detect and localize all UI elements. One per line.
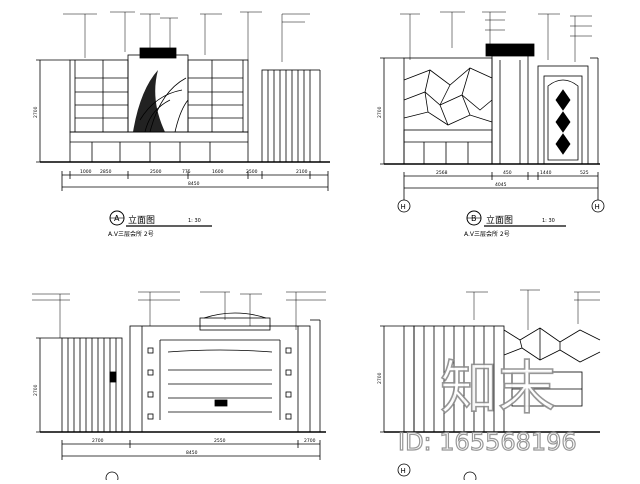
dim-c-0: 2700 [92, 438, 104, 444]
dim-b-2: 1440 [540, 170, 552, 176]
leader-labels-c [32, 291, 326, 338]
dim-d-height: 2700 [377, 372, 383, 384]
dim-a-0: 1000 [80, 169, 92, 175]
elevation-scale-b: 1: 30 [542, 218, 555, 224]
watermark-id: ID: 165568196 [398, 428, 577, 456]
dim-a-height: 2700 [33, 106, 39, 118]
watermark-logo: 知末 [440, 354, 556, 422]
dim-c-height: 2700 [33, 384, 39, 396]
elevation-subtitle-a: A.V三层会所 2号 [108, 230, 154, 238]
grid-marker-d-label: H [401, 467, 406, 475]
dim-a-total: 8450 [188, 181, 200, 187]
dim-a-4: 1600 [212, 169, 224, 175]
dim-c-2: 2700 [304, 438, 316, 444]
elevation-subtitle-b: A.V三层会所 2号 [464, 230, 510, 238]
section-marker-a: A [109, 210, 125, 226]
elevation-panel-c [32, 291, 326, 460]
dim-c-total: 8450 [186, 450, 198, 456]
dim-c-1: 2550 [214, 438, 226, 444]
grid-marker-b-right-label: H [595, 203, 600, 211]
dim-a-1: 2850 [100, 169, 112, 175]
elevation-panel-b [380, 11, 600, 200]
dim-b-total: 4045 [495, 182, 507, 188]
section-marker-c2-partial [463, 471, 477, 484]
grid-marker-b-right: H [591, 199, 605, 213]
section-marker-c-partial [105, 471, 119, 484]
leader-labels-d [466, 289, 600, 330]
dim-b-1: 450 [503, 170, 512, 176]
dim-b-3: 525 [580, 170, 589, 176]
grid-marker-b-left: H [397, 199, 411, 213]
elevation-title-a: 立面图 [128, 214, 155, 226]
grid-marker-b-left-label: H [401, 203, 406, 211]
dim-a-2: 2500 [150, 169, 162, 175]
elevation-title-b: 立面图 [486, 214, 513, 226]
elevation-panel-a [36, 11, 330, 191]
elevation-panel-d [380, 289, 601, 433]
dim-b-0: 2568 [436, 170, 448, 176]
section-marker-b: B [466, 210, 482, 226]
section-marker-b-letter: B [471, 214, 477, 223]
grid-marker-d: H [397, 463, 411, 477]
dim-a-3: 775 [182, 169, 191, 175]
section-marker-a-letter: A [114, 214, 120, 223]
leader-labels-b [400, 11, 592, 62]
leader-labels-a [63, 11, 310, 62]
dim-a-5: 2500 [246, 169, 258, 175]
elevation-scale-a: 1: 30 [188, 218, 201, 224]
dim-a-6: 2100 [296, 169, 308, 175]
dim-b-height: 2700 [377, 106, 383, 118]
